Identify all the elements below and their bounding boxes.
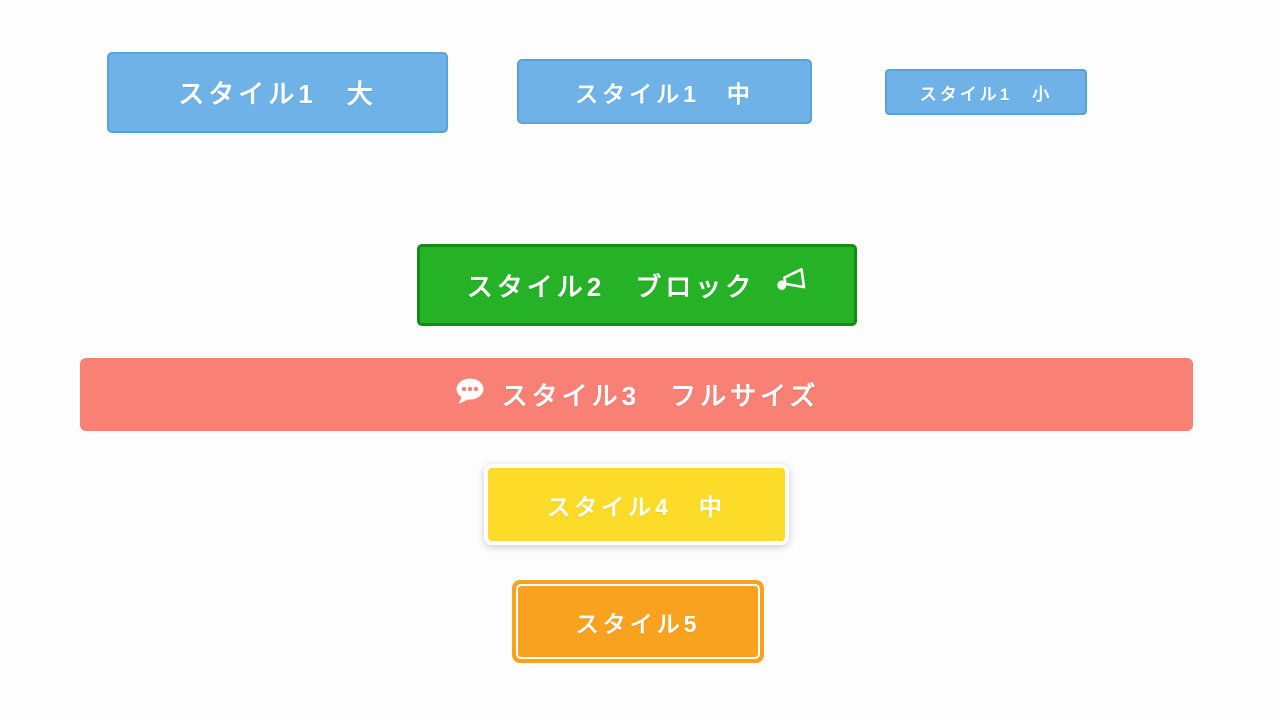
- speech-bubble-icon: [454, 377, 486, 413]
- button-style5[interactable]: スタイル5: [512, 580, 764, 663]
- button-style1-medium[interactable]: スタイル1 中: [517, 59, 812, 124]
- button-label: スタイル5: [575, 610, 701, 637]
- button-label: スタイル4 中: [547, 493, 726, 520]
- button-label: スタイル1 大: [178, 79, 377, 109]
- button-label: スタイル1 中: [575, 80, 754, 107]
- megaphone-icon: [773, 267, 807, 302]
- button-label: スタイル1 小: [919, 84, 1053, 104]
- button-style1-large[interactable]: スタイル1 大: [107, 52, 448, 133]
- button-style2-block[interactable]: スタイル2 ブロック: [417, 244, 857, 326]
- button-style4-medium[interactable]: スタイル4 中: [484, 464, 789, 545]
- button-label: スタイル2 ブロック: [466, 271, 756, 302]
- button-style3-full[interactable]: スタイル3 フルサイズ: [80, 358, 1193, 431]
- button-label: スタイル3 フルサイズ: [501, 381, 820, 411]
- button-style1-small[interactable]: スタイル1 小: [885, 69, 1087, 115]
